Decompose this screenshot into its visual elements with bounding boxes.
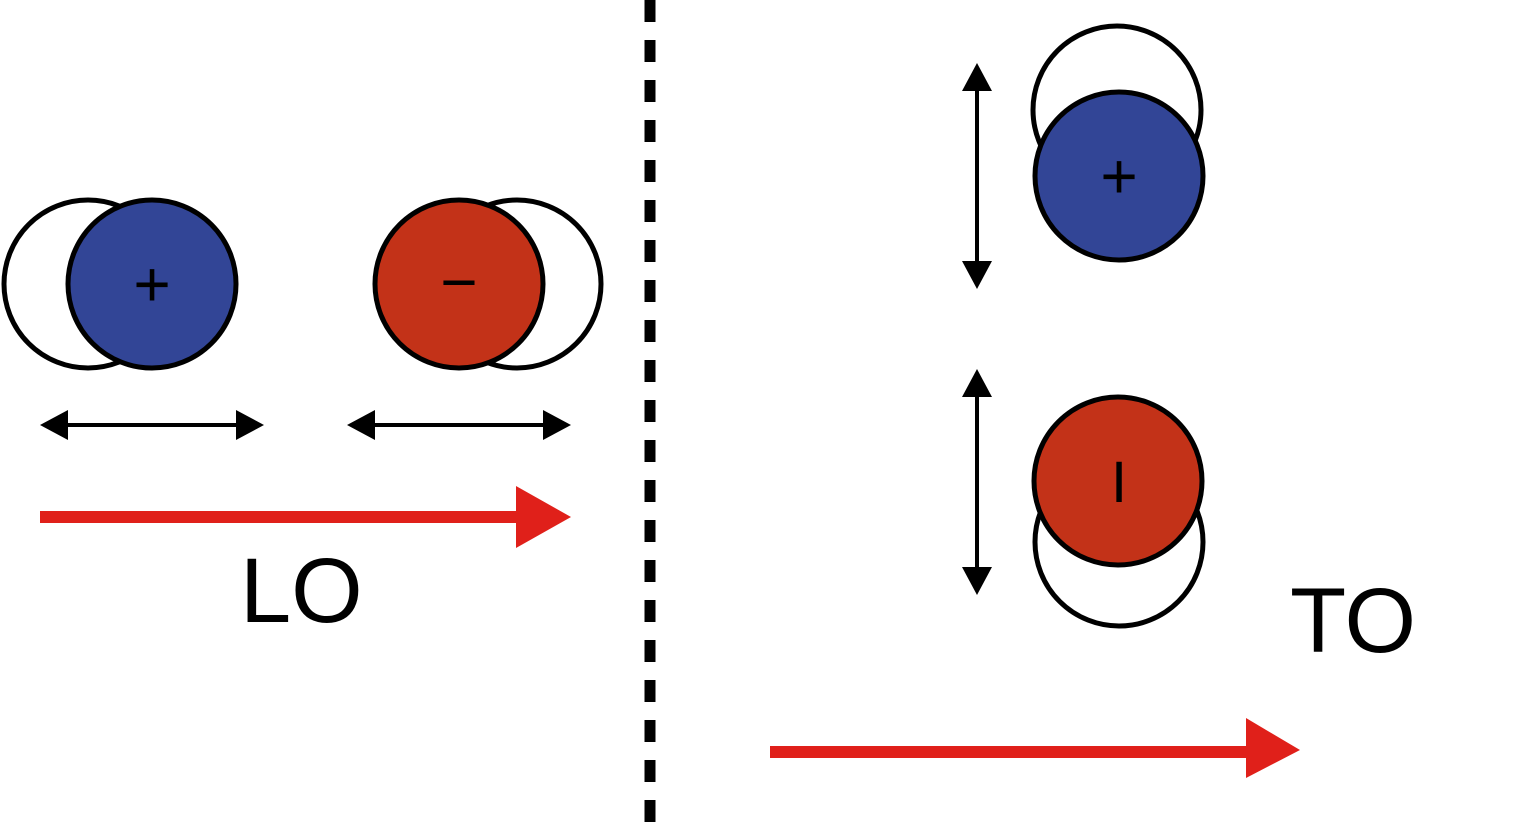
to-positive-ion-group: + <box>1030 23 1206 263</box>
lo-positive-ion-group: + <box>1 197 239 371</box>
lo-displacement-arrow-left <box>40 410 264 440</box>
to-wave-vector-arrow <box>770 718 1300 778</box>
to-negative-ion <box>1031 394 1205 568</box>
lo-panel: + − LO <box>1 197 604 642</box>
lo-negative-ion-group: − <box>372 197 604 371</box>
lo-positive-sign: + <box>133 248 170 320</box>
to-negative-ion-group: I <box>1031 394 1206 629</box>
to-negative-sign: I <box>1111 450 1127 515</box>
lo-negative-sign: − <box>440 246 477 318</box>
to-positive-ion <box>1032 89 1206 263</box>
to-displacement-arrow-top <box>962 63 992 289</box>
to-panel: + I TO <box>770 23 1416 778</box>
lo-wave-vector-arrow <box>40 486 571 548</box>
to-positive-sign: + <box>1100 140 1137 212</box>
to-displacement-arrow-bottom <box>962 369 992 595</box>
to-mode-label: TO <box>1290 570 1416 672</box>
lo-positive-ion <box>65 197 239 371</box>
lo-negative-ion <box>372 197 546 371</box>
lo-mode-label: LO <box>240 540 363 642</box>
lo-displacement-arrow-right <box>347 410 571 440</box>
